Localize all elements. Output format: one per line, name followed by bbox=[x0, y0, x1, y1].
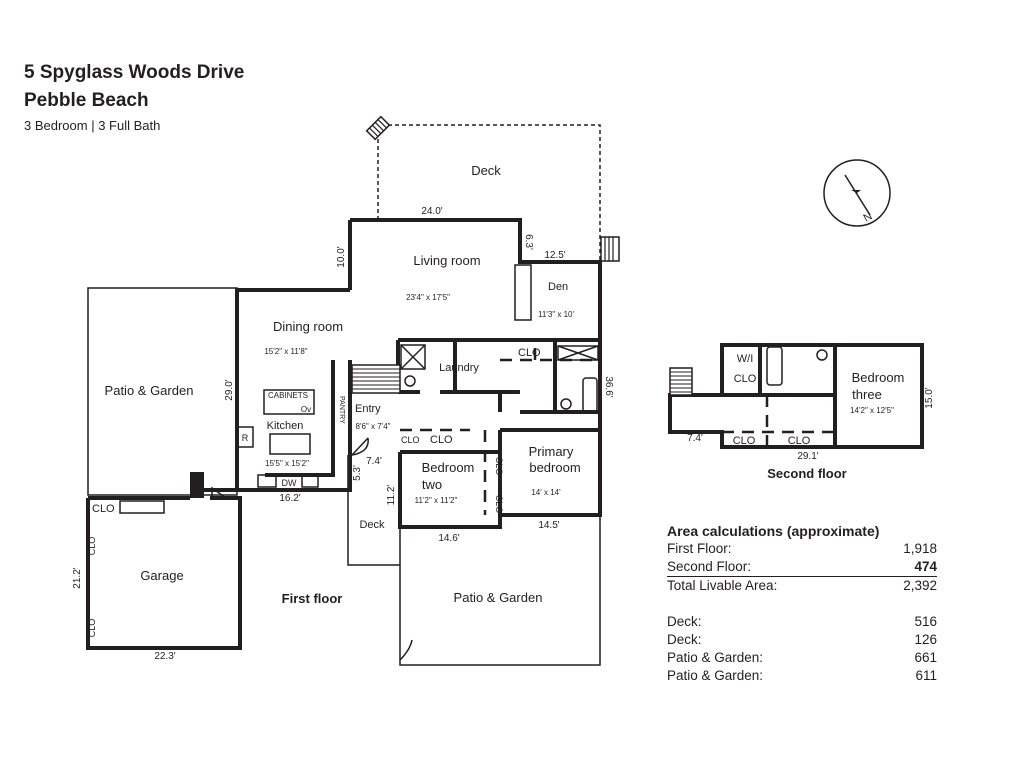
stairs-icon bbox=[190, 472, 204, 498]
svg-text:8'6" x 7'4": 8'6" x 7'4" bbox=[356, 422, 391, 431]
svg-text:DW: DW bbox=[282, 478, 297, 488]
stairs-icon bbox=[351, 364, 401, 394]
kitchen-island bbox=[269, 433, 311, 455]
svg-text:21.2': 21.2' bbox=[72, 567, 83, 588]
room-primary: Primary bbox=[529, 444, 574, 459]
room-bedroom-two: Bedroom bbox=[422, 460, 475, 475]
svg-text:15'5" x 15'2": 15'5" x 15'2" bbox=[265, 459, 309, 468]
svg-text:11'3" x 10': 11'3" x 10' bbox=[538, 310, 574, 319]
room-patio-left: Patio & Garden bbox=[105, 383, 194, 398]
second-floor-label: Second floor bbox=[767, 466, 846, 481]
stove-icon bbox=[257, 474, 277, 488]
room-laundry: Laundry bbox=[439, 362, 479, 374]
svg-text:CABINETS: CABINETS bbox=[268, 391, 308, 400]
gate-icon bbox=[399, 639, 413, 661]
toilet-icon bbox=[816, 349, 828, 361]
svg-text:CLO: CLO bbox=[788, 435, 811, 447]
svg-text:CLO: CLO bbox=[87, 619, 97, 638]
patio-bottom bbox=[399, 515, 601, 666]
fireplace-icon bbox=[514, 264, 532, 321]
svg-text:three: three bbox=[852, 387, 882, 402]
second-floor-walls bbox=[668, 343, 924, 449]
door-icon bbox=[211, 486, 227, 499]
room-patio-bottom: Patio & Garden bbox=[454, 590, 543, 605]
svg-text:CLO: CLO bbox=[494, 457, 504, 476]
svg-text:CLO: CLO bbox=[518, 347, 541, 359]
room-deck-small: Deck bbox=[359, 519, 385, 531]
area-row: First Floor:1,918 bbox=[667, 541, 937, 556]
area-row: Total Livable Area:2,392 bbox=[667, 578, 937, 593]
svg-text:CLO: CLO bbox=[734, 373, 757, 385]
svg-text:R: R bbox=[242, 433, 249, 443]
shower-icon bbox=[400, 344, 426, 370]
compass-north-icon: N bbox=[823, 159, 891, 227]
svg-text:6.3': 6.3' bbox=[523, 234, 534, 250]
svg-text:7.4': 7.4' bbox=[687, 433, 703, 444]
svg-text:29.0': 29.0' bbox=[224, 379, 235, 400]
svg-text:CLO: CLO bbox=[401, 435, 420, 445]
shower-icon bbox=[557, 345, 599, 361]
svg-text:PANTRY: PANTRY bbox=[338, 396, 345, 424]
svg-text:CLO: CLO bbox=[733, 435, 756, 447]
bathtub-icon bbox=[582, 377, 598, 413]
room-bedroom-three: Bedroom bbox=[852, 370, 905, 385]
area-row: Deck:126 bbox=[667, 632, 937, 647]
svg-text:24.0': 24.0' bbox=[421, 206, 442, 217]
svg-text:11'2" x 11'2": 11'2" x 11'2" bbox=[415, 496, 458, 505]
svg-text:CLO: CLO bbox=[494, 495, 504, 514]
svg-text:bedroom: bedroom bbox=[529, 460, 580, 475]
fridge bbox=[236, 426, 254, 448]
garage-shelf bbox=[119, 500, 165, 514]
toilet-icon bbox=[404, 375, 416, 387]
svg-text:14.6': 14.6' bbox=[438, 533, 459, 544]
svg-text:14.5': 14.5' bbox=[538, 520, 559, 531]
summary-subtitle: 3 Bedroom | 3 Full Bath bbox=[24, 118, 161, 133]
cabinets bbox=[263, 389, 315, 415]
svg-text:29.1': 29.1' bbox=[797, 451, 818, 462]
room-kitchen: Kitchen bbox=[267, 420, 304, 432]
svg-text:7.4': 7.4' bbox=[366, 456, 382, 467]
svg-text:11.2': 11.2' bbox=[386, 485, 397, 506]
first-floor-label: First floor bbox=[282, 591, 343, 606]
stairs-icon bbox=[365, 115, 391, 141]
room-dining: Dining room bbox=[273, 319, 343, 334]
door-icon bbox=[351, 437, 369, 456]
address-title: 5 Spyglass Woods Drive bbox=[24, 62, 245, 83]
svg-text:16.2': 16.2' bbox=[279, 493, 300, 504]
svg-text:10.0': 10.0' bbox=[336, 246, 347, 267]
svg-text:15'2" x 11'8": 15'2" x 11'8" bbox=[264, 347, 307, 356]
room-deck-top: Deck bbox=[471, 163, 501, 178]
svg-text:W/I: W/I bbox=[737, 353, 754, 365]
room-garage: Garage bbox=[140, 568, 183, 583]
svg-text:14'2" x 12'5": 14'2" x 12'5" bbox=[850, 406, 894, 415]
svg-text:CLO: CLO bbox=[92, 503, 115, 515]
room-den: Den bbox=[548, 281, 568, 293]
area-row: Patio & Garden:611 bbox=[667, 668, 937, 683]
room-entry: Entry bbox=[355, 403, 381, 415]
city-title: Pebble Beach bbox=[24, 90, 149, 111]
svg-text:CLO: CLO bbox=[430, 434, 453, 446]
svg-text:22.3': 22.3' bbox=[154, 651, 175, 662]
svg-text:two: two bbox=[422, 477, 442, 492]
area-row: Patio & Garden:661 bbox=[667, 650, 937, 665]
area-row: Deck:516 bbox=[667, 614, 937, 629]
area-heading: Area calculations (approximate) bbox=[667, 523, 880, 539]
svg-text:Ov: Ov bbox=[301, 405, 311, 414]
area-calculations: Area calculations (approximate) First Fl… bbox=[667, 523, 937, 685]
stove-icon bbox=[301, 474, 319, 488]
stairs-icon bbox=[600, 236, 620, 262]
toilet-icon bbox=[560, 398, 572, 410]
svg-text:12.5': 12.5' bbox=[544, 250, 565, 261]
bathtub-icon bbox=[766, 346, 783, 386]
deck-top bbox=[365, 115, 620, 262]
svg-text:5.3': 5.3' bbox=[352, 465, 363, 481]
svg-text:15.0': 15.0' bbox=[924, 387, 935, 408]
svg-text:23'4" x 17'5": 23'4" x 17'5" bbox=[406, 293, 450, 302]
svg-text:36.6': 36.6' bbox=[603, 376, 614, 397]
svg-text:14' x 14': 14' x 14' bbox=[531, 488, 561, 497]
room-living: Living room bbox=[413, 253, 480, 268]
svg-text:CLO: CLO bbox=[87, 537, 97, 556]
area-row: Second Floor:474 bbox=[667, 558, 937, 577]
